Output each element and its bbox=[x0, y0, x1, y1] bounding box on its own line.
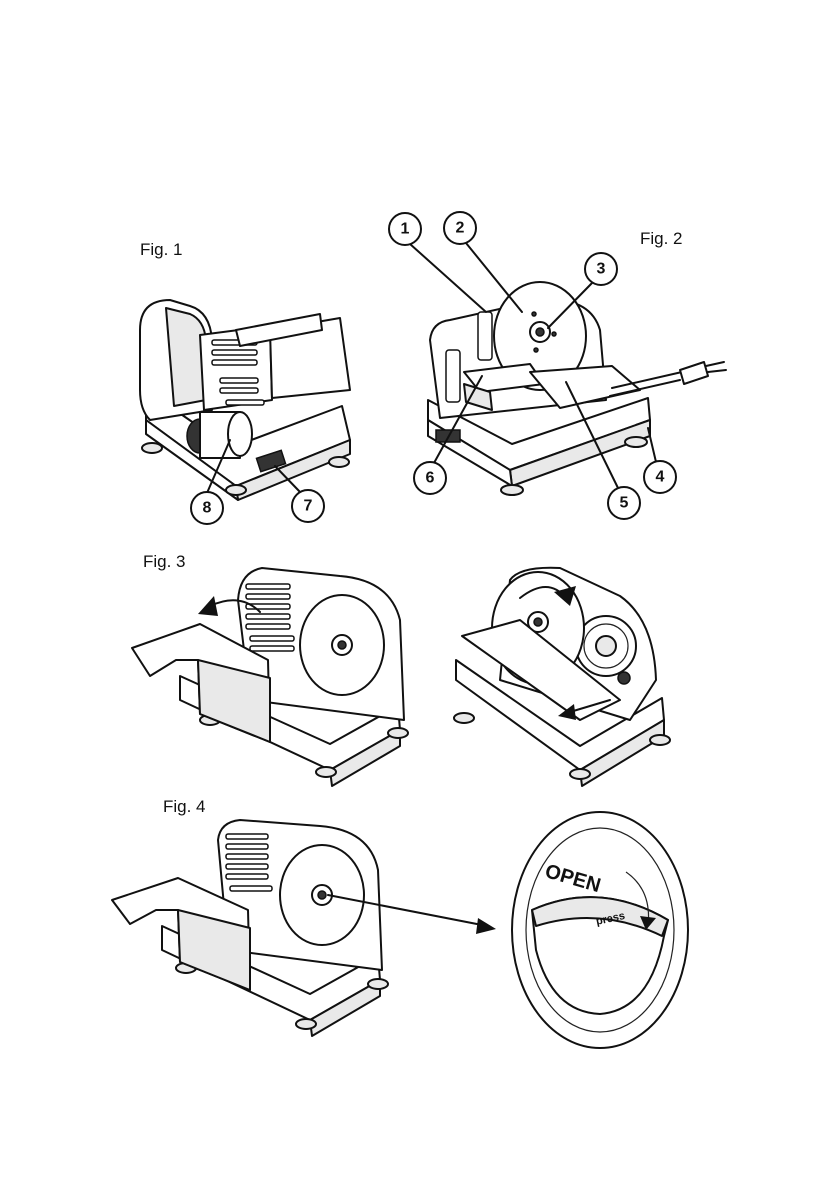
fig4-slicer-drawing bbox=[112, 820, 496, 1036]
fig2-slicer-drawing: 1 2 3 4 5 6 bbox=[389, 212, 726, 519]
fig4-blade-lock-detail: OPEN press bbox=[512, 812, 688, 1048]
fig3-right-slicer-drawing bbox=[454, 568, 670, 786]
fig1-callout-7: 7 bbox=[304, 498, 313, 515]
fig2-callout-4: 4 bbox=[656, 469, 665, 486]
fig2-callout-1: 1 bbox=[401, 221, 410, 238]
fig2-callout-5: 5 bbox=[620, 495, 629, 512]
fig1-callout-8: 8 bbox=[203, 500, 212, 517]
fig2-callout-3: 3 bbox=[597, 261, 606, 278]
fig2-callout-6: 6 bbox=[426, 470, 435, 487]
fig1-slicer-drawing: 8 7 bbox=[140, 300, 350, 524]
fig3-left-slicer-drawing bbox=[132, 568, 408, 786]
fig2-callout-2: 2 bbox=[456, 220, 465, 237]
